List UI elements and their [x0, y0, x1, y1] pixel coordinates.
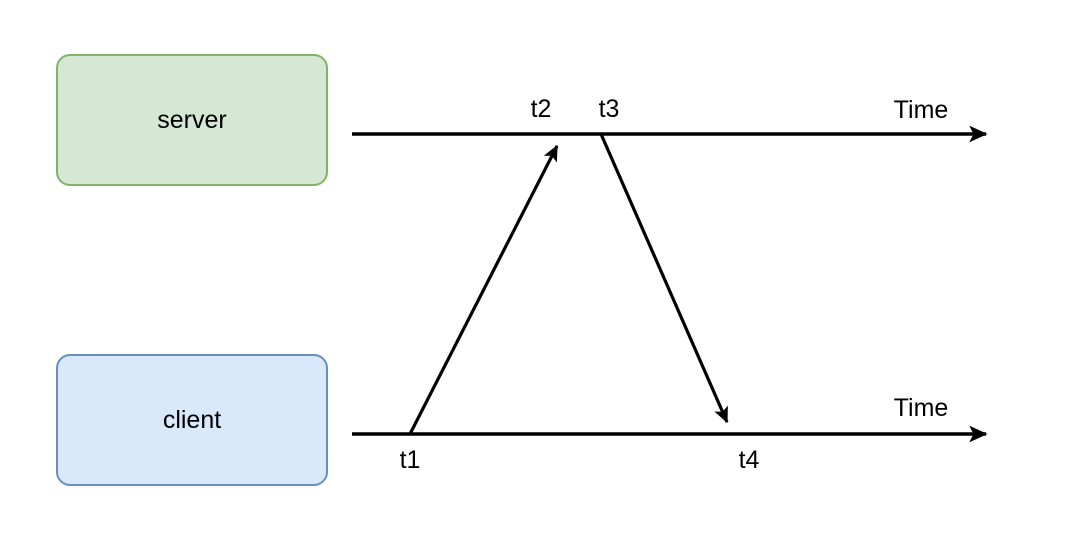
client-timeline-time-label: Time: [893, 394, 949, 422]
timestamp-label-t1: t1: [399, 446, 421, 474]
server-timeline-time-label: Time: [893, 96, 949, 124]
node-box-client[interactable]: client: [56, 354, 328, 486]
node-label-client: client: [162, 405, 222, 434]
node-box-server[interactable]: server: [56, 54, 328, 186]
node-label-server: server: [157, 105, 227, 134]
timestamp-label-t3: t3: [598, 95, 620, 123]
message-arrow-request: [408, 144, 559, 435]
timestamp-label-t4: t4: [738, 446, 760, 474]
message-arrow-response: [599, 133, 729, 424]
timestamp-label-t2: t2: [530, 95, 552, 123]
